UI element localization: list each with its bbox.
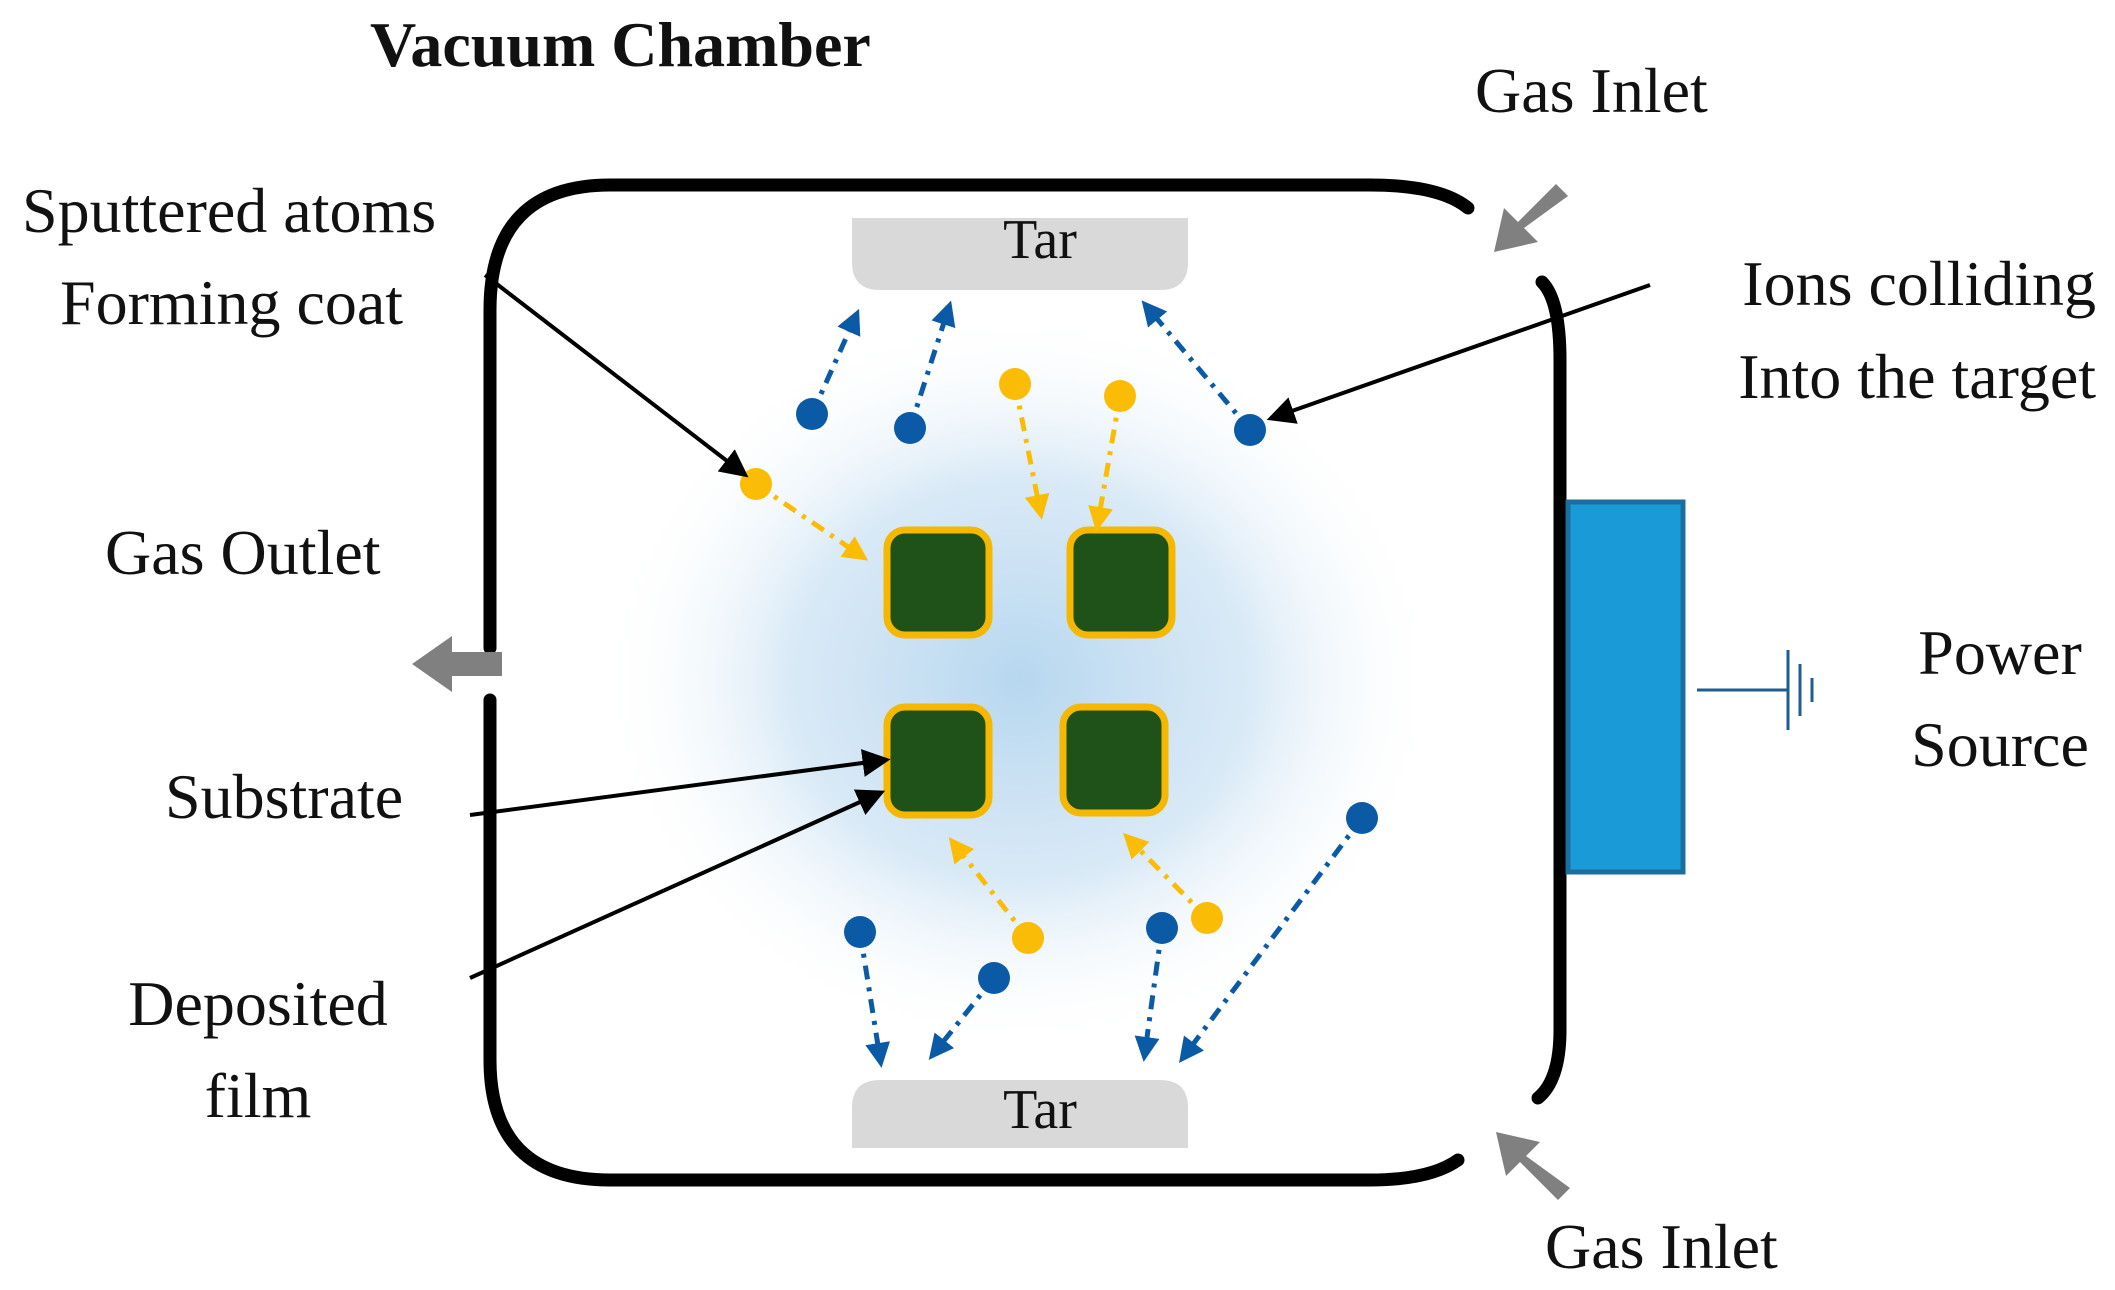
gas-inlet-bottom-arrow-icon xyxy=(1496,1132,1570,1200)
plasma-glow xyxy=(600,310,1440,1050)
power-source xyxy=(1565,499,1686,875)
target-top xyxy=(852,218,1188,290)
diagram-title: Vacuum Chamber xyxy=(370,9,871,80)
deposited-label-line2: film xyxy=(205,1060,312,1131)
pointer-lines xyxy=(469,273,1651,980)
substrate-bottom-left xyxy=(883,703,993,819)
gas-inlet-top-arrow-icon xyxy=(1494,184,1568,252)
substrates xyxy=(883,526,1176,819)
ground-symbol-icon xyxy=(1697,650,1814,730)
power-label-line2: Source xyxy=(1911,709,2089,780)
substrate-label: Substrate xyxy=(165,761,403,832)
pointer-deposited xyxy=(469,789,886,980)
gas-inlet-top-label: Gas Inlet xyxy=(1475,55,1708,126)
deposited-label-line1: Deposited xyxy=(128,968,388,1039)
sputtered-label-line1: Sputtered atoms xyxy=(22,175,436,246)
ions-label-line1: Ions colliding xyxy=(1742,248,2096,319)
ions-label-line2: Into the target xyxy=(1738,341,2096,412)
target-bottom xyxy=(852,1080,1188,1148)
pointer-sputtered xyxy=(483,273,749,478)
substrate-top-left xyxy=(883,526,993,639)
substrate-top-right xyxy=(1066,526,1176,639)
gas-outlet-arrow-icon xyxy=(412,636,502,692)
target-bottom-label: Tar xyxy=(1003,1079,1077,1141)
ions xyxy=(809,300,1365,1068)
ion-particles xyxy=(796,398,1378,994)
substrate-bottom-right xyxy=(1059,703,1169,817)
pointer-ions xyxy=(1266,283,1651,424)
target-top-label: Tar xyxy=(1003,209,1077,271)
gas-outlet-label: Gas Outlet xyxy=(105,517,381,588)
sputtered-atoms xyxy=(754,383,1209,940)
chamber-wall xyxy=(483,178,1567,1187)
pointer-substrate xyxy=(469,749,891,817)
sputtered-label-line2: Forming coat xyxy=(60,267,403,338)
gas-inlet-bottom-label: Gas Inlet xyxy=(1545,1211,1778,1282)
power-label-line1: Power xyxy=(1918,617,2082,688)
